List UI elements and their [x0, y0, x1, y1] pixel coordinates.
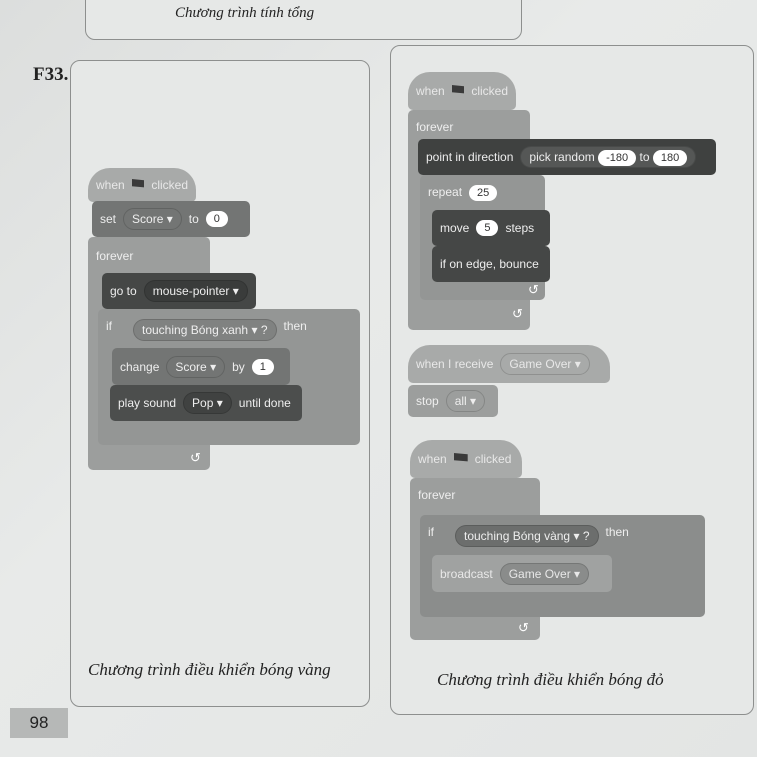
loop-arrow-icon: ↺	[528, 282, 539, 297]
variable-dropdown[interactable]: Score ▾	[166, 355, 226, 378]
min-input[interactable]: -180	[598, 150, 637, 166]
label: move	[440, 221, 470, 235]
label: change	[120, 359, 160, 374]
label: when	[96, 178, 125, 192]
stop-block[interactable]: stop all ▾	[408, 385, 498, 417]
green-flag-icon	[131, 179, 145, 188]
when-i-receive-block[interactable]: when I receive Game Over ▾	[408, 345, 610, 383]
play-sound-block[interactable]: play sound Pop ▾ until done	[110, 385, 302, 421]
target-dropdown[interactable]: mouse-pointer ▾	[143, 280, 248, 302]
loop-arrow-icon: ↺	[512, 306, 523, 321]
change-variable-block[interactable]: change Score ▾ by 1	[112, 348, 290, 385]
label: go to	[110, 284, 137, 298]
move-steps-block[interactable]: move 5 steps	[432, 210, 550, 246]
loop-arrow-icon: ↺	[190, 450, 201, 465]
label: forever	[418, 488, 456, 502]
value-input[interactable]: 0	[205, 211, 228, 227]
touching-condition[interactable]: touching Bóng xanh ▾ ?	[133, 319, 277, 341]
message-dropdown[interactable]: Game Over ▾	[500, 353, 590, 375]
green-flag-icon	[451, 85, 465, 94]
green-flag-icon	[453, 453, 468, 462]
figure-label: F33.	[33, 64, 69, 85]
left-caption: Chương trình điều khiển bóng vàng	[88, 660, 331, 679]
label: until done	[238, 396, 291, 410]
label: then	[283, 319, 307, 333]
when-flag-clicked-block[interactable]: when clicked	[408, 72, 516, 110]
message-dropdown[interactable]: Game Over ▾	[499, 562, 590, 585]
broadcast-block[interactable]: broadcast Game Over ▾	[432, 555, 612, 592]
sound-dropdown[interactable]: Pop ▾	[183, 392, 232, 414]
loop-arrow-icon: ↺	[518, 620, 529, 635]
top-figure-box	[85, 0, 522, 40]
label: steps	[505, 221, 535, 235]
label: forever	[96, 249, 134, 263]
label: if on edge, bounce	[440, 257, 539, 271]
label: then	[605, 525, 629, 539]
repeat-count-input[interactable]: 25	[469, 185, 498, 201]
label: play sound	[118, 396, 177, 410]
variable-dropdown[interactable]: Score ▾	[123, 208, 182, 230]
label: clicked	[474, 452, 512, 466]
value-input[interactable]: 1	[251, 358, 274, 375]
pick-random-block[interactable]: pick random -180 to 180	[520, 146, 697, 168]
label: clicked	[471, 84, 508, 98]
page-number: 98	[10, 708, 68, 738]
label: repeat	[428, 185, 463, 199]
steps-input[interactable]: 5	[476, 220, 499, 236]
label: when	[418, 452, 447, 466]
when-flag-clicked-block[interactable]: when clicked	[410, 440, 522, 478]
bounce-block[interactable]: if on edge, bounce	[432, 246, 550, 282]
label: when	[416, 84, 445, 98]
label: if	[428, 525, 434, 539]
label: to	[188, 212, 199, 226]
right-caption: Chương trình điều khiển bóng đỏ	[437, 670, 664, 689]
go-to-block[interactable]: go to mouse-pointer ▾	[102, 273, 256, 309]
label: stop	[416, 394, 439, 408]
label: set	[100, 212, 117, 226]
label: forever	[416, 120, 454, 134]
label: by	[232, 359, 245, 374]
touching-condition[interactable]: touching Bóng vàng ▾ ?	[455, 525, 599, 547]
label: point in direction	[426, 150, 514, 164]
stop-option-dropdown[interactable]: all ▾	[445, 390, 486, 412]
point-in-direction-block[interactable]: point in direction pick random -180 to 18…	[418, 139, 716, 175]
label: if	[106, 319, 112, 333]
label: when I receive	[416, 357, 494, 371]
label: broadcast	[440, 566, 493, 581]
when-flag-clicked-block[interactable]: when clicked	[88, 168, 196, 202]
max-input[interactable]: 180	[652, 150, 688, 166]
top-caption: Chương trình tính tổng	[175, 5, 315, 21]
set-variable-block[interactable]: set Score ▾ to 0	[92, 201, 250, 237]
label: clicked	[151, 178, 188, 192]
